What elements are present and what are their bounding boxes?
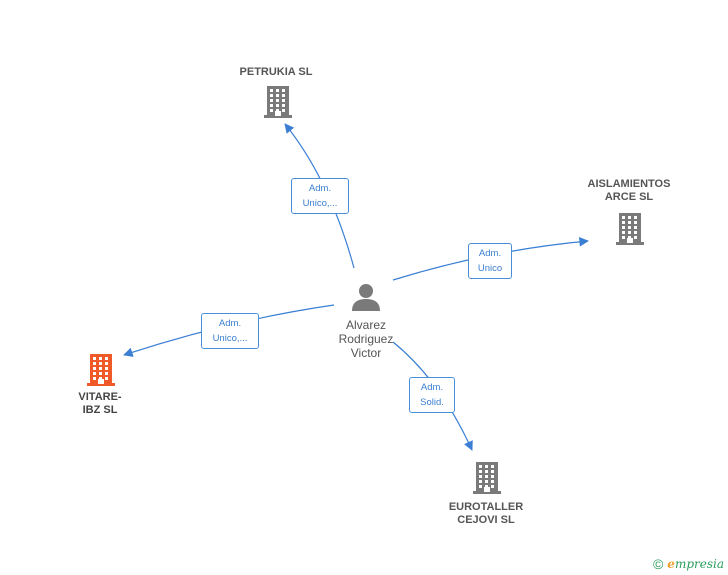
person-name-line-2: Rodriguez (338, 332, 394, 346)
company-name-line: IBZ SL (82, 404, 118, 416)
person-name-line-1: Alvarez (345, 318, 386, 332)
footer-brand: © empresia (653, 556, 724, 572)
company-name-line: VITARE- (78, 391, 122, 403)
person-name-line-3: Victor (350, 346, 382, 360)
brand-logo-rest: mpresia (674, 557, 724, 571)
role-line: Adm. (218, 318, 242, 329)
edge-label-vitare[interactable]: Adm. Unico,... (201, 313, 259, 349)
role-line: Unico,... (302, 198, 338, 209)
copyright-icon: © (652, 556, 664, 572)
person-name[interactable]: Alvarez Rodriguez Victor (316, 318, 416, 360)
edge-label-eurotaller[interactable]: Adm. Solid. (409, 377, 455, 413)
role-line: Unico,... (212, 333, 248, 344)
company-label-aislamientos[interactable]: AISLAMIENTOS ARCE SL (569, 178, 689, 204)
role-line: Adm. (478, 248, 502, 259)
role-line: Adm. (420, 382, 444, 393)
role-line: Adm. (308, 183, 332, 194)
building-icon[interactable] (472, 460, 502, 499)
building-icon[interactable] (615, 211, 645, 250)
role-line: Solid. (420, 397, 444, 408)
building-icon[interactable] (263, 84, 293, 123)
brand-logo: empresia (667, 557, 724, 571)
company-name-line: CEJOVI SL (457, 514, 515, 526)
role-line: Unico (477, 263, 503, 274)
company-name-line: AISLAMIENTOS (587, 178, 671, 190)
edge-label-petrukia[interactable]: Adm. Unico,... (291, 178, 349, 214)
company-label-eurotaller[interactable]: EUROTALLER CEJOVI SL (426, 501, 546, 527)
company-label-vitare[interactable]: VITARE- IBZ SL (40, 391, 160, 417)
company-label-petrukia[interactable]: PETRUKIA SL (216, 66, 336, 79)
edge-label-aislamientos[interactable]: Adm. Unico (468, 243, 512, 279)
brand-logo-first: e (667, 557, 675, 571)
company-name-line: ARCE SL (604, 191, 654, 203)
company-name-line: PETRUKIA SL (239, 66, 313, 78)
company-name-line: EUROTALLER (448, 501, 524, 513)
person-icon[interactable] (351, 282, 381, 317)
building-icon-highlighted[interactable] (86, 352, 116, 391)
